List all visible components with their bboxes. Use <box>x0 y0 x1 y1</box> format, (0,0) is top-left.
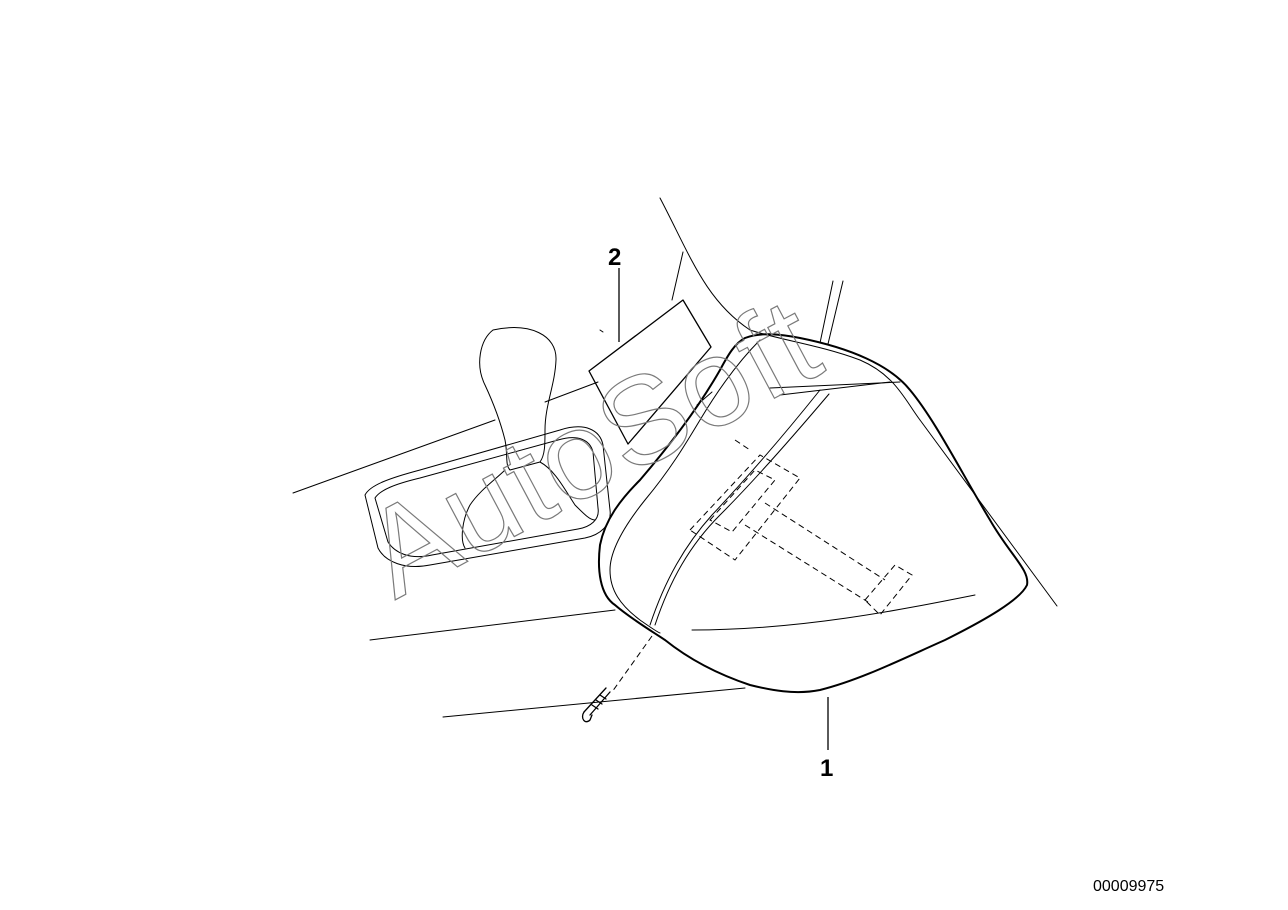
hidden-mount-bracket <box>689 439 913 616</box>
console-outline <box>292 197 1058 718</box>
document-number: 00009975 <box>1093 878 1164 895</box>
part-2-pad <box>588 299 712 445</box>
gear-shift-knob <box>461 327 596 549</box>
callout-1-label: 1 <box>820 755 833 782</box>
screw-fastener <box>581 635 653 723</box>
part-1-console-lid <box>597 333 1029 694</box>
callout-2-label: 2 <box>608 244 621 271</box>
gear-boot-surround <box>364 426 611 567</box>
